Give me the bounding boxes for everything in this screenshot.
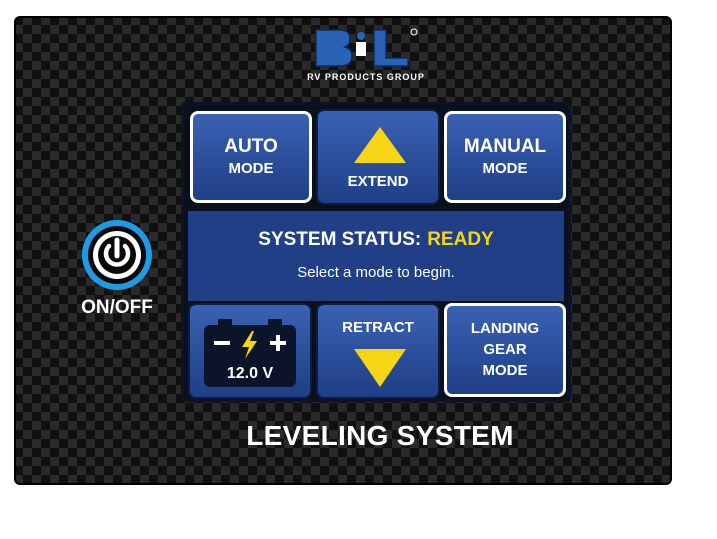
triangle-down-icon — [354, 349, 406, 387]
status-panel: SYSTEM STATUS:READY Select a mode to beg… — [188, 211, 564, 301]
status-label: SYSTEM STATUS: — [258, 229, 422, 250]
triangle-up-icon — [354, 127, 406, 163]
status-value: READY — [427, 229, 494, 250]
system-status: SYSTEM STATUS:READY — [188, 229, 564, 251]
auto-mode-button[interactable]: AUTO MODE — [190, 111, 312, 203]
power-button[interactable] — [80, 218, 154, 292]
landing-line3: MODE — [482, 362, 528, 379]
manual-mode-button[interactable]: MANUAL MODE — [444, 111, 566, 203]
landing-line1: LANDING — [470, 320, 540, 337]
status-hint: Select a mode to begin. — [297, 264, 455, 281]
logo-subtitle: RV PRODUCTS GROUP — [307, 72, 425, 82]
power-label: ON/OFF — [81, 297, 153, 318]
system-title: LEVELING SYSTEM — [246, 420, 514, 451]
battery-icon — [204, 319, 296, 387]
landing-line2: GEAR — [483, 341, 527, 358]
manual-mode-line2: MODE — [482, 160, 528, 177]
battery-indicator: 12.0 V — [188, 303, 312, 399]
auto-mode-line2: MODE — [228, 160, 274, 177]
manual-mode-line1: MANUAL — [463, 136, 547, 157]
retract-button[interactable]: RETRACT — [316, 303, 440, 399]
battery-voltage: 12.0 V — [226, 365, 274, 382]
extend-label: EXTEND — [347, 173, 409, 190]
landing-gear-mode-button[interactable]: LANDING GEAR MODE — [444, 303, 566, 397]
touch-screen: AUTO MODE EXTEND MANUAL MODE SYSTEM STAT… — [181, 102, 571, 402]
brand-logo: RV PRODUCTS GROUP — [300, 24, 432, 86]
retract-label: RETRACT — [342, 319, 414, 336]
auto-mode-line1: AUTO — [224, 136, 278, 157]
extend-button[interactable]: EXTEND — [316, 109, 440, 205]
logo-mark — [315, 28, 418, 67]
bolt-icon — [242, 331, 257, 359]
power-icon — [82, 220, 152, 290]
